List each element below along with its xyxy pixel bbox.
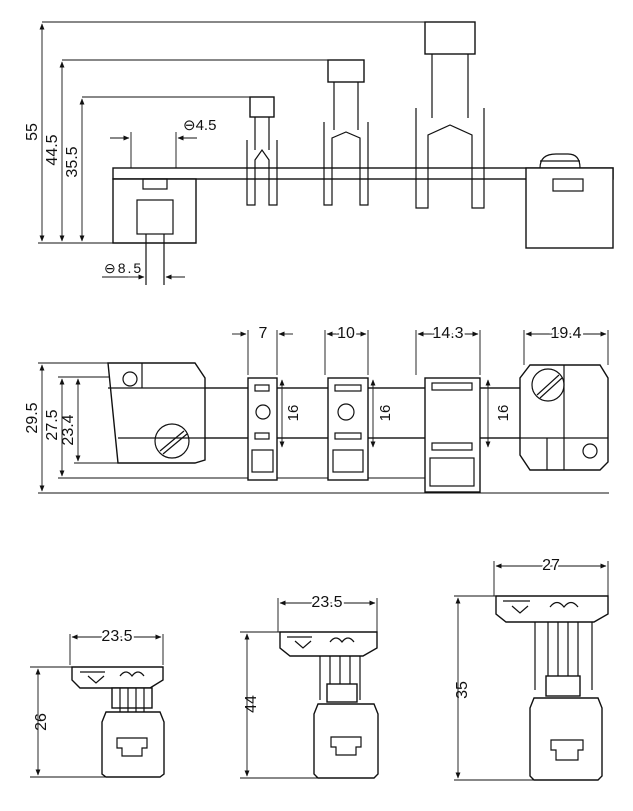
side-view: 55 44.5 35.5 ⊖4.5 ⊖8.5 (24, 21, 614, 285)
end-view-2-width-label: 23.5 (311, 594, 342, 611)
diameter-small-label: ⊖4.5 (183, 117, 216, 134)
slot-16-label-a: 16 (285, 405, 302, 422)
width-19-4-label: 19.4 (550, 325, 581, 342)
left-end-stop (112, 178, 197, 244)
dim-label-27-5: 27.5 (44, 409, 61, 440)
clamp-small-cap (249, 96, 275, 118)
right-end-stop (525, 167, 614, 249)
clamp-large-cap (424, 21, 476, 55)
left-screw-icon (154, 423, 190, 459)
slot-16-label-c: 16 (495, 405, 512, 422)
dim-label-23-4: 23.4 (60, 414, 77, 445)
end-view-1-height-label: 26 (33, 713, 50, 731)
dim-label-55: 55 (24, 123, 41, 141)
width-7-label: 7 (259, 325, 268, 342)
clamp-medium-cap (327, 59, 365, 83)
end-view-3-height-label: 35 (454, 681, 471, 699)
end-view-3: 27 35 (454, 555, 609, 781)
top-view: 29.5 27.5 23.4 7 16 10 (24, 323, 609, 494)
end-view-2: 23.5 44 (240, 592, 379, 779)
width-10-label: 10 (337, 325, 355, 342)
top-clamp-7 (247, 377, 278, 481)
end-view-1-width-label: 23.5 (101, 628, 132, 645)
top-clamp-10 (327, 377, 369, 481)
diameter-large-label: ⊖8.5 (104, 260, 143, 276)
width-14-3-label: 14.3 (432, 325, 463, 342)
dim-label-29-5: 29.5 (24, 402, 41, 433)
end-view-3-width-label: 27 (542, 557, 560, 574)
end-view-2-height-label: 44 (243, 695, 260, 713)
dim-label-35-5: 35.5 (64, 146, 81, 177)
slot-16-label-b: 16 (377, 405, 394, 422)
top-clamp-14-3 (424, 377, 481, 493)
end-view-1: 23.5 26 (30, 626, 165, 778)
dim-label-44-5: 44.5 (44, 134, 61, 165)
